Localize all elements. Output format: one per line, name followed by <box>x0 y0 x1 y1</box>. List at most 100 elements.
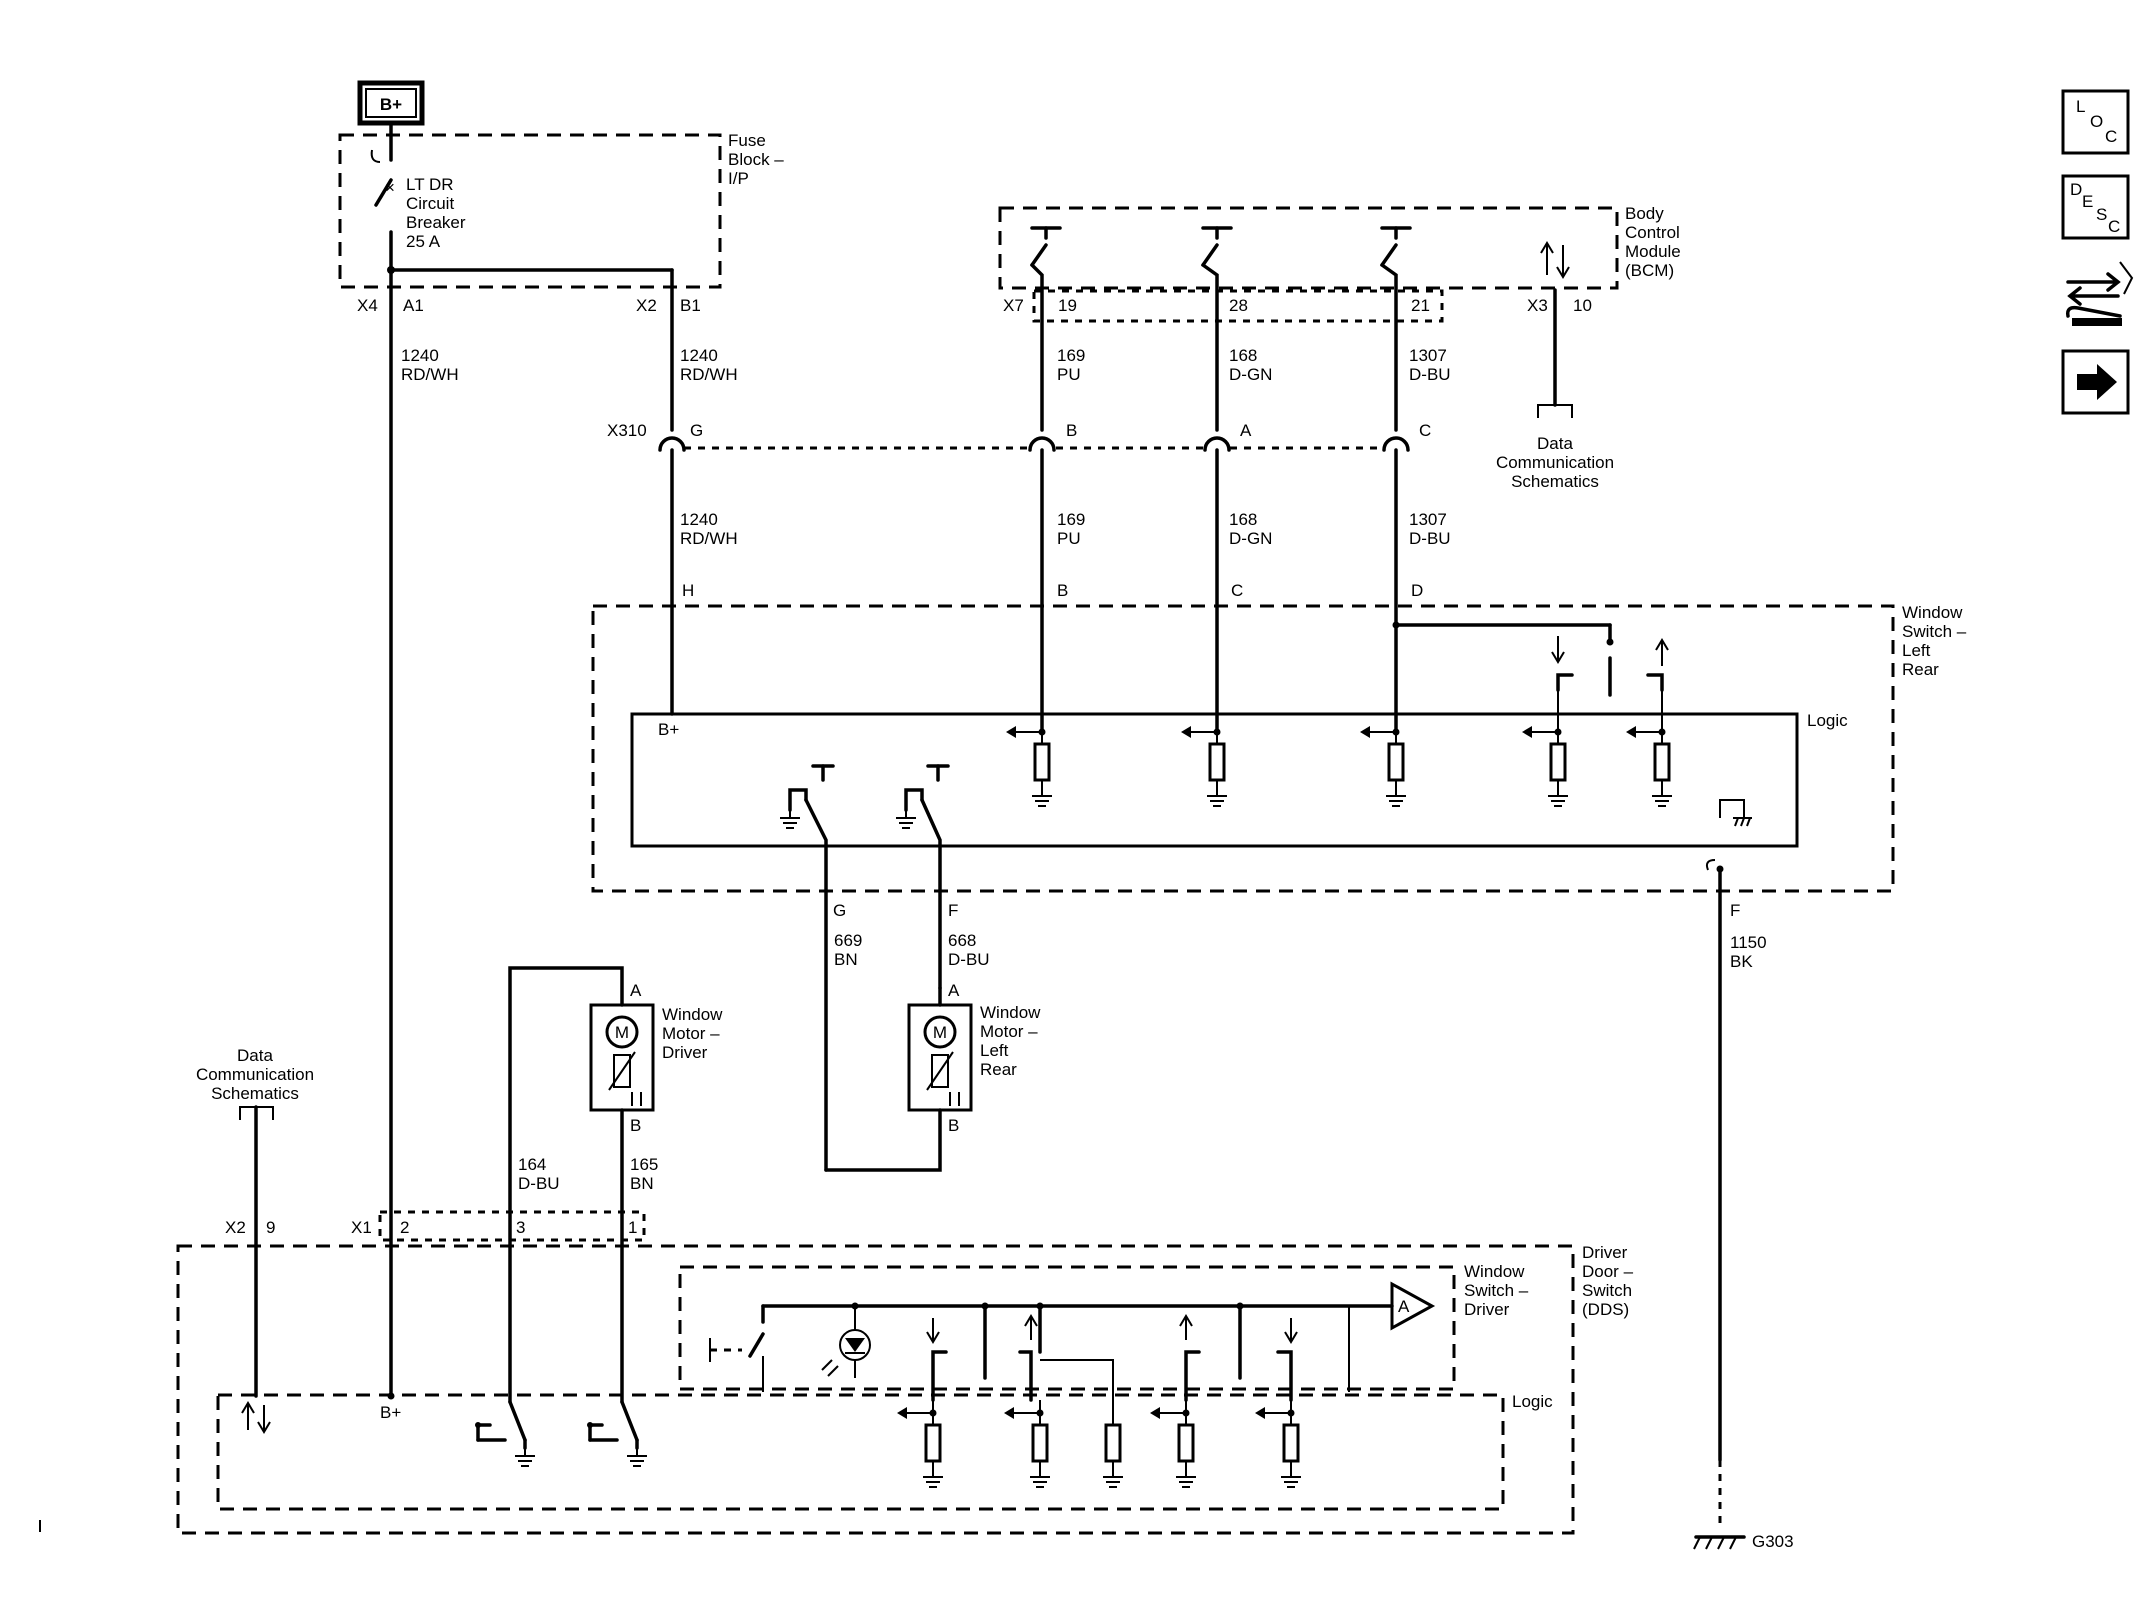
bcm-x3: X3 <box>1527 296 1548 315</box>
motor-lr-pin-a: A <box>948 981 960 1000</box>
wslr-title-1: Window <box>1902 603 1963 622</box>
wire-rdwh-a: RD/WH <box>401 365 459 384</box>
wire-168-a: 168 <box>1229 346 1257 365</box>
wslr-pin-f-1: F <box>948 901 958 920</box>
desc-icon-e: E <box>2082 192 2093 211</box>
wire-668: 668 <box>948 931 976 950</box>
window-motor-left-rear: M A B Window Motor – Left Rear <box>907 981 1041 1135</box>
loc-icon-o: O <box>2090 112 2103 131</box>
wire-1240-b: 1240 <box>680 346 718 365</box>
x310-pin-a: A <box>1240 421 1252 440</box>
wire-dbu-c: D-BU <box>948 950 990 969</box>
wire-pu-a: PU <box>1057 365 1081 384</box>
fuse-block-title-2: Block – <box>728 150 784 169</box>
bcm-pin-21: 21 <box>1411 296 1430 315</box>
loc-icon-c: C <box>2105 127 2117 146</box>
wire-pu-b: PU <box>1057 529 1081 548</box>
breaker-label-3: Breaker <box>406 213 466 232</box>
wsd-title-1: Window <box>1464 1262 1525 1281</box>
wire-1307-b: 1307 <box>1409 510 1447 529</box>
g303-label: G303 <box>1752 1532 1794 1551</box>
wire-rdwh-b: RD/WH <box>680 365 738 384</box>
wslr-d-switch <box>1392 621 1669 697</box>
arrow-right-icon[interactable] <box>2061 349 2130 415</box>
dds-x2: X2 <box>225 1218 246 1237</box>
dds-logic: Logic <box>1512 1392 1553 1411</box>
dds-bplus: B+ <box>380 1403 401 1422</box>
circuit-breaker: × <box>370 121 395 274</box>
breaker-label-4: 25 A <box>406 232 441 251</box>
wslr-logic: Logic <box>1807 711 1848 730</box>
motor-driver-pin-a: A <box>630 981 642 1000</box>
motor-lr-title-3: Left <box>980 1041 1009 1060</box>
motor-driver-m: M <box>615 1023 629 1042</box>
swap-wrench-icon[interactable] <box>2065 261 2134 326</box>
x310-label: X310 <box>607 421 647 440</box>
wire-1240-a: 1240 <box>401 346 439 365</box>
bcm-data-comm-3: Schematics <box>1511 472 1599 491</box>
motor-lr-pin-b: B <box>948 1116 959 1135</box>
bcm-data-comm: Data Communication Schematics <box>1496 404 1614 491</box>
bcm-title-2: Control <box>1625 223 1680 242</box>
wslr-pin-g: G <box>833 901 846 920</box>
wslr-title-3: Left <box>1902 641 1931 660</box>
dds-title-1: Driver <box>1582 1243 1628 1262</box>
wire-dgn-b: D-GN <box>1229 529 1272 548</box>
bcm-title-4: (BCM) <box>1625 261 1674 280</box>
wire-bk: BK <box>1730 952 1753 971</box>
wire-165: 165 <box>630 1155 658 1174</box>
bcm-data-comm-1: Data <box>1537 434 1573 453</box>
wire-dbu-b: D-BU <box>1409 529 1451 548</box>
wire-1307-a: 1307 <box>1409 346 1447 365</box>
wire-rdwh-c: RD/WH <box>680 529 738 548</box>
x310-pin-g: G <box>690 421 703 440</box>
wire-dbu-a: D-BU <box>1409 365 1451 384</box>
bcm-title-1: Body <box>1625 204 1664 223</box>
bcm-pin-28: 28 <box>1229 296 1248 315</box>
wslr-pin-h: H <box>682 581 694 600</box>
wslr-bplus: B+ <box>658 720 679 739</box>
loc-icon[interactable]: L O C <box>2061 89 2130 155</box>
dds-pin-9: 9 <box>266 1218 275 1237</box>
motor-driver-title-2: Motor – <box>662 1024 720 1043</box>
dds-pin-2: 2 <box>400 1218 409 1237</box>
fuse-x2: X2 <box>636 296 657 315</box>
wslr-motor-relays <box>779 764 950 1172</box>
bcm-pin-19: 19 <box>1058 296 1077 315</box>
wire-169-a: 169 <box>1057 346 1085 365</box>
g303-ground: G303 <box>1693 1532 1794 1551</box>
dds-title-3: Switch <box>1582 1281 1632 1300</box>
dds-data-comm-1: Data <box>237 1046 273 1065</box>
wire-dbu-d: D-BU <box>518 1174 560 1193</box>
dds-pin-3: 3 <box>516 1218 525 1237</box>
bcm-x7: X7 <box>1003 296 1024 315</box>
motor-lr-title-1: Window <box>980 1003 1041 1022</box>
dds-pin-1: 1 <box>628 1218 637 1237</box>
upper-wire-labels: 1240 RD/WH 1240 RD/WH 169 PU 168 D-GN 13… <box>401 346 1451 384</box>
wslr-pin-d: D <box>1411 581 1423 600</box>
dds-title-4: (DDS) <box>1582 1300 1629 1319</box>
desc-icon[interactable]: D E S C <box>2061 174 2130 240</box>
wslr-pin-c: C <box>1231 581 1243 600</box>
wire-dgn-a: D-GN <box>1229 365 1272 384</box>
wire-bn-a: BN <box>834 950 858 969</box>
desc-icon-d: D <box>2070 180 2082 199</box>
breaker-label-1: LT DR <box>406 175 454 194</box>
window-motor-driver: M A B Window Motor – Driver <box>589 981 723 1135</box>
svg-text:×: × <box>385 178 395 197</box>
wslr-title-4: Rear <box>1902 660 1939 679</box>
fuse-b1: B1 <box>680 296 701 315</box>
wire-168-b: 168 <box>1229 510 1257 529</box>
wire-169-b: 169 <box>1057 510 1085 529</box>
driver-motor-wire-labels: 164 D-BU 165 BN <box>518 1155 658 1193</box>
wire-bn-b: BN <box>630 1174 654 1193</box>
bcm-data-comm-2: Communication <box>1496 453 1614 472</box>
dds-data-comm: Data Communication Schematics <box>196 1046 314 1120</box>
fuse-a1: A1 <box>403 296 424 315</box>
driver-door-switch: Driver Door – Switch (DDS) X2 9 X1 2 3 1… <box>176 1210 1634 1535</box>
dds-title-2: Door – <box>1582 1262 1634 1281</box>
fuse-block-title-1: Fuse <box>728 131 766 150</box>
x310-connector: X310 G B A C <box>607 421 1431 452</box>
wslr-logic-inputs <box>1006 690 1673 807</box>
fuse-block: Fuse Block – I/P LT DR Circuit Breaker 2… <box>338 131 784 315</box>
